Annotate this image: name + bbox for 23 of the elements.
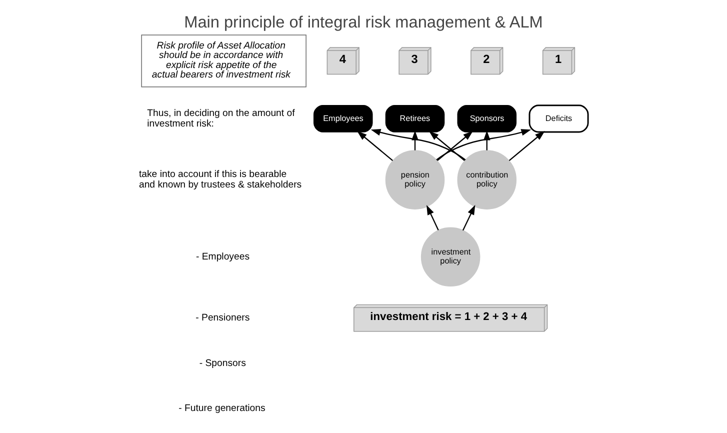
- label: take into account if this is bearable and known by trustees & stakeholders: [138, 169, 302, 191]
- node-box: Risk profile of Asset Allocation should be in accordance with explicit risk appetite of the actual bearers of investment risk: [141, 34, 306, 88]
- node-circle: contribution policy: [457, 150, 517, 210]
- label: - Pensioners: [196, 312, 250, 324]
- label: - Employees: [196, 251, 250, 262]
- node-box: Retirees: [385, 104, 445, 132]
- diagram-title: Main principle of integral risk management & ALM: [184, 13, 543, 32]
- node-box: Deficits: [528, 104, 589, 133]
- node-circle: pension policy: [385, 150, 445, 210]
- label: - Sponsors: [199, 358, 246, 369]
- arrow: [436, 130, 473, 161]
- node-box: Employees: [313, 104, 373, 132]
- arrow: [483, 130, 490, 150]
- node-box: Sponsors: [457, 104, 517, 132]
- label: Thus, in deciding on the amount of investment risk:: [147, 108, 295, 130]
- arrow: [428, 130, 465, 161]
- arrow: [436, 129, 532, 160]
- label: - Future generations: [178, 402, 266, 414]
- arrow: [426, 205, 439, 230]
- arrow: [462, 204, 476, 231]
- node-circle: investment policy: [420, 227, 480, 287]
- arrow: [508, 130, 545, 161]
- arrow: [357, 130, 394, 161]
